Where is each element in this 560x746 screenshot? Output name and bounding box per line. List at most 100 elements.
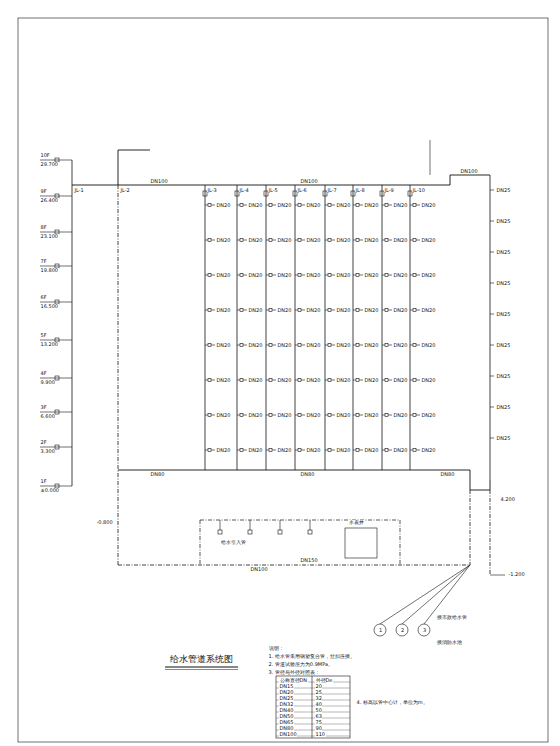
drawing-label: DN20 <box>421 378 436 383</box>
meter-symbol <box>269 274 272 277</box>
drawing-label: -1.200 <box>508 572 525 577</box>
branch-pipe <box>388 310 392 311</box>
branch-pipe <box>490 314 494 315</box>
drawing-label: 2 <box>400 628 404 633</box>
lower-branch <box>400 520 401 565</box>
meter-symbol <box>413 449 416 452</box>
branch-pipe <box>266 380 269 381</box>
fixture-symbol <box>248 530 252 534</box>
branch-pipe <box>359 275 363 276</box>
drawing-label: 9.900 <box>40 380 55 385</box>
drawing-label: -0.800 <box>96 520 113 525</box>
drawing-label: 说明： <box>268 646 284 651</box>
main-pipe <box>450 175 490 176</box>
branch-pipe <box>301 275 305 276</box>
meter-symbol <box>328 379 331 382</box>
branch-pipe <box>205 310 208 311</box>
meter-symbol <box>356 204 359 207</box>
branch-pipe <box>353 345 356 346</box>
meter-symbol <box>208 309 211 312</box>
branch-pipe <box>211 345 215 346</box>
meter-symbol <box>385 379 388 382</box>
branch-pipe <box>331 415 335 416</box>
drawing-label: 63 <box>315 714 322 719</box>
drawing-label: DN20 <box>393 238 408 243</box>
floor-line <box>40 266 72 267</box>
drawing-label: 90 <box>315 726 322 731</box>
meter-symbol <box>240 414 243 417</box>
water-meter-symbol <box>55 410 59 414</box>
drawing-label: JL-10 <box>412 188 425 193</box>
drawing-label: 1F <box>40 479 47 484</box>
branch-pipe <box>410 240 413 241</box>
meter-symbol <box>269 239 272 242</box>
drawing-label: DN20 <box>248 448 263 453</box>
drawing-label: DN25 <box>496 374 511 379</box>
drawing-label: DN20 <box>248 308 263 313</box>
branch-pipe <box>382 275 385 276</box>
drawing-label: DN65 <box>279 720 294 725</box>
drawing-label: DN20 <box>248 273 263 278</box>
riser-pipe <box>205 185 206 470</box>
branch-pipe <box>359 450 363 451</box>
lower-loop <box>118 565 470 566</box>
table-rule <box>312 676 313 738</box>
drawing-label: 8F <box>40 225 47 230</box>
branch-pipe <box>359 310 363 311</box>
meter-symbol <box>413 344 416 347</box>
branch-pipe <box>331 450 335 451</box>
fixture-symbol <box>218 530 222 534</box>
branch-pipe <box>211 310 215 311</box>
branch-pipe <box>301 345 305 346</box>
branch-pipe <box>211 205 215 206</box>
drawing-label: DN80 <box>279 726 294 731</box>
branch-pipe <box>416 205 420 206</box>
branch-pipe <box>359 380 363 381</box>
meter-symbol <box>298 274 301 277</box>
title-underline <box>165 669 238 670</box>
drawing-label: DN50 <box>279 714 294 719</box>
branch-pipe <box>331 275 335 276</box>
drawing-label: JL-6 <box>297 188 307 193</box>
drawing-label: DN100 <box>150 179 168 184</box>
branch-pipe <box>490 376 494 377</box>
meter-symbol <box>413 414 416 417</box>
branch-pipe <box>359 345 363 346</box>
meter-symbol <box>356 414 359 417</box>
drawing-label: DN25 <box>496 312 511 317</box>
branch-pipe <box>353 205 356 206</box>
drawing-label: DN20 <box>336 273 351 278</box>
branch-pipe <box>301 205 305 206</box>
branch-pipe <box>410 380 413 381</box>
drawing-label: DN25 <box>496 343 511 348</box>
branch-pipe <box>237 415 240 416</box>
branch-pipe <box>243 205 247 206</box>
meter-symbol <box>298 239 301 242</box>
drawing-label: 接消防水池 <box>436 640 462 645</box>
meter-symbol <box>385 274 388 277</box>
branch-pipe <box>410 310 413 311</box>
branch-pipe <box>325 415 328 416</box>
drawing-label: DN20 <box>364 203 379 208</box>
drawing-label: 16.500 <box>40 304 59 309</box>
drawing-label: DN20 <box>393 343 408 348</box>
drawing-label: DN20 <box>216 378 231 383</box>
branch-pipe <box>353 380 356 381</box>
main-pipe <box>450 175 451 185</box>
drawing-label: 25 <box>315 690 322 695</box>
drawing-label: 4F <box>40 371 47 376</box>
bottom-main <box>470 490 490 491</box>
meter-symbol <box>413 274 416 277</box>
water-meter-symbol <box>55 376 59 380</box>
drawing-label: DN20 <box>364 413 379 418</box>
riser-pipe <box>410 185 411 470</box>
meter-symbol <box>298 309 301 312</box>
drawing-label: 给水引入管 <box>220 540 246 545</box>
meter-symbol <box>298 204 301 207</box>
drawing-label: DN20 <box>306 308 321 313</box>
branch-pipe <box>325 380 328 381</box>
branch-pipe <box>359 205 363 206</box>
drawing-label: DN20 <box>421 203 436 208</box>
branch-pipe <box>205 450 208 451</box>
